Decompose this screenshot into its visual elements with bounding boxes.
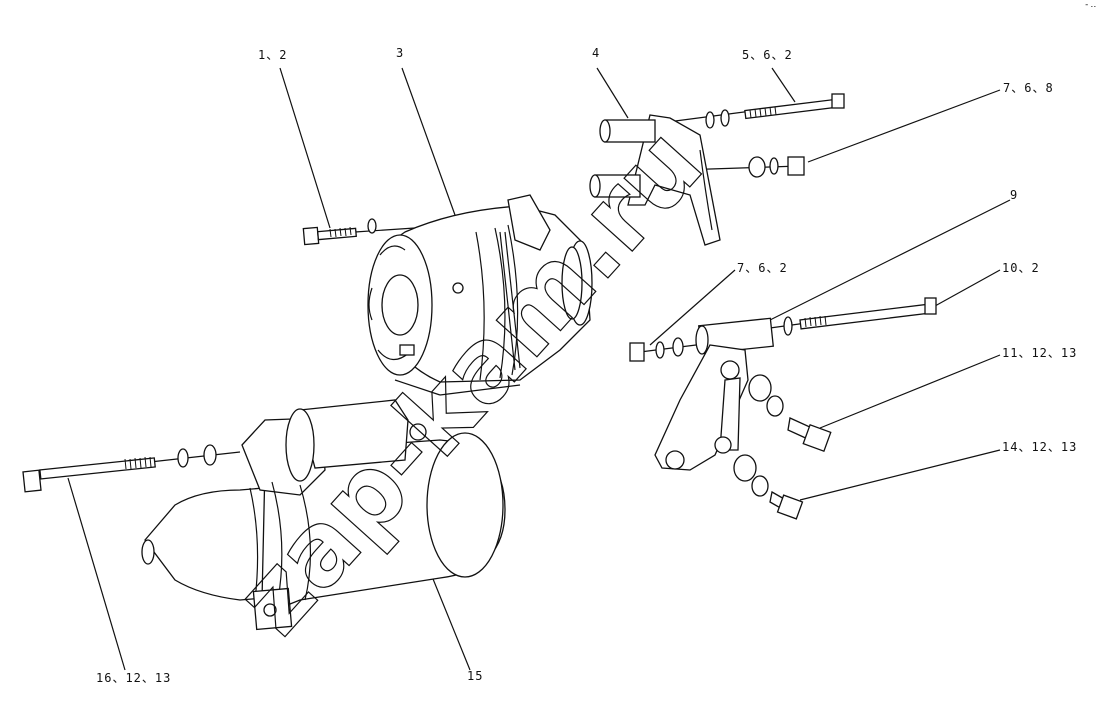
callout-9: 9 <box>1010 188 1019 202</box>
starter-motor <box>141 399 506 631</box>
nut-washer-7-6-8 <box>748 156 805 178</box>
callout-11-12-13: 11、12、13 <box>1002 346 1078 360</box>
callout-10-2: 10、2 <box>1002 261 1040 275</box>
callout-7-6-2: 7、6、2 <box>737 261 788 275</box>
bolt-16 <box>22 444 217 493</box>
adjusting-bracket <box>654 344 784 497</box>
bolt-1 <box>302 218 377 246</box>
callout-3: 3 <box>396 46 405 60</box>
bolt-11 <box>787 417 832 452</box>
bolt-14 <box>769 490 804 520</box>
callout-16-12-13: 16、12、13 <box>96 671 172 685</box>
alternator <box>367 194 593 396</box>
nut-washer-7-6-2 <box>629 337 684 362</box>
callout-5-6-2: 5、6、2 <box>742 48 793 62</box>
callout-14-12-13: 14、12、13 <box>1002 440 1078 454</box>
leader-lines <box>67 67 1011 671</box>
bracket-4 <box>589 114 721 246</box>
corner-mark: -‥ <box>1084 0 1098 10</box>
callout-1-2: 1、2 <box>258 48 288 62</box>
callout-15: 15 <box>467 669 484 683</box>
bolt-5 <box>705 93 845 129</box>
callout-4: 4 <box>592 46 601 60</box>
bolt-10 <box>783 297 937 336</box>
callout-7-6-8: 7、6、8 <box>1003 81 1054 95</box>
sleeve-9 <box>695 317 774 355</box>
